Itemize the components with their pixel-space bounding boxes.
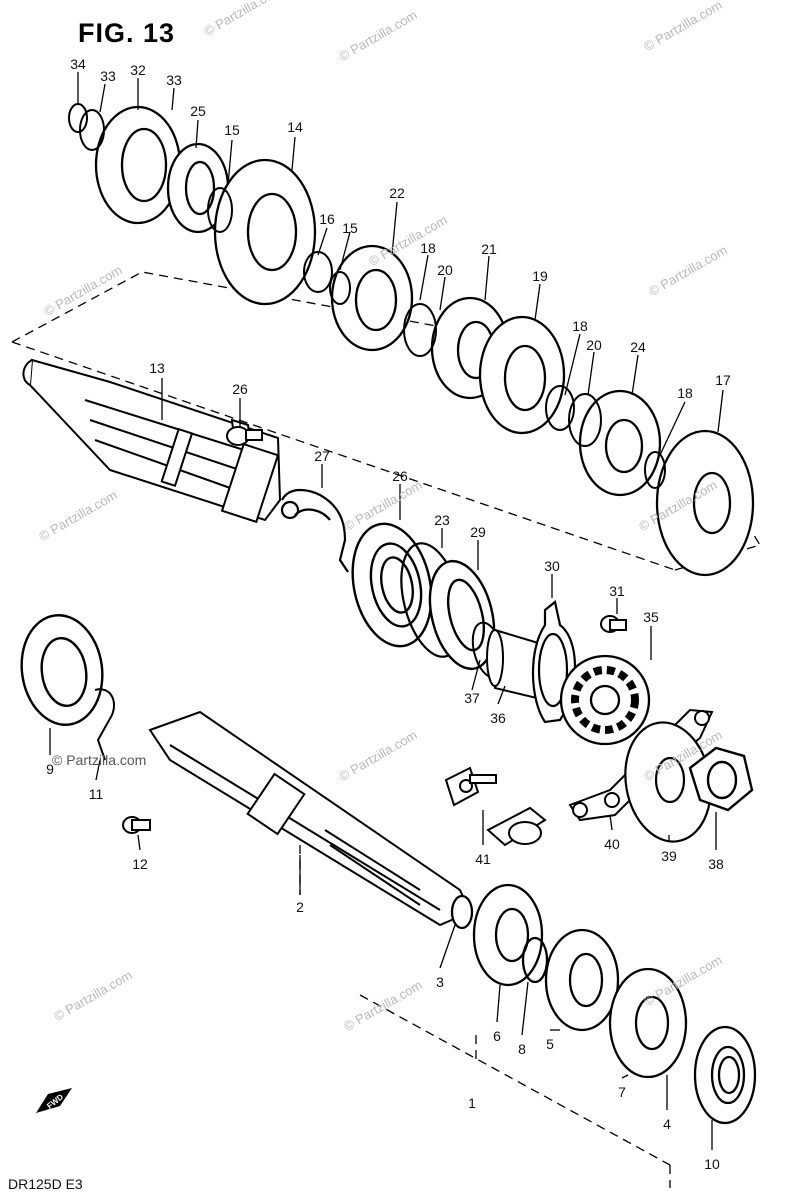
- callout-7: 7: [618, 1084, 626, 1100]
- callout-1: 1: [468, 1095, 476, 1111]
- bearing-9: [20, 614, 104, 726]
- drive-sprocket-35: [559, 654, 651, 746]
- countershaft: [22, 358, 282, 524]
- callout-15a: 15: [224, 122, 240, 138]
- callout-5: 5: [546, 1036, 554, 1052]
- callout-29: 29: [470, 524, 486, 540]
- bolt-31: [600, 615, 627, 633]
- figure-title: FIG. 13: [78, 18, 176, 48]
- model-code: DR125D E3: [8, 1176, 83, 1192]
- callout-34: 34: [70, 56, 86, 72]
- callout-8: 8: [518, 1041, 526, 1057]
- callout-9: 9: [46, 761, 54, 777]
- callout-18b: 18: [572, 318, 588, 334]
- callout-25: 25: [190, 103, 206, 119]
- callout-27: 27: [314, 448, 330, 464]
- bolt-12: [122, 816, 151, 834]
- bearing-26: [351, 522, 433, 648]
- callout-40: 40: [604, 836, 620, 852]
- bearing-retainer: [280, 488, 349, 573]
- callout-36: 36: [490, 710, 506, 726]
- callout-14: 14: [287, 119, 303, 135]
- callout-22: 22: [389, 185, 405, 201]
- callout-32: 32: [130, 62, 146, 78]
- oil-seal-29: [428, 559, 496, 671]
- callout-30: 30: [544, 558, 560, 574]
- main-shaft: [148, 710, 472, 927]
- callout-16: 16: [319, 211, 335, 227]
- callout-37: 37: [464, 690, 480, 706]
- callout-20a: 20: [437, 262, 453, 278]
- callout-26a: 26: [232, 381, 248, 397]
- nut-38: [688, 746, 754, 812]
- callout-38: 38: [708, 856, 724, 872]
- callout-35: 35: [643, 609, 659, 625]
- callout-10: 10: [704, 1156, 720, 1172]
- lower-assembly-outline: [299, 845, 671, 1188]
- lower-gears: [450, 883, 757, 1125]
- callout-4: 4: [663, 1116, 671, 1132]
- upper-rings: [68, 103, 666, 489]
- callout-39: 39: [661, 848, 677, 864]
- callout-33a: 33: [100, 68, 116, 84]
- chain-joint-41: [444, 766, 547, 847]
- retainer-11: [94, 688, 115, 761]
- forward-arrow: [36, 1088, 72, 1113]
- bolt-26-upper: [226, 426, 263, 446]
- callout-19: 19: [532, 268, 548, 284]
- callout-12: 12: [132, 856, 148, 872]
- callout-2: 2: [296, 899, 304, 915]
- upper-gears: [94, 105, 755, 577]
- callout-17: 17: [715, 372, 731, 388]
- callout-18a: 18: [420, 240, 436, 256]
- callout-3: 3: [436, 974, 444, 990]
- callout-26b: 26: [392, 468, 408, 484]
- callout-13: 13: [149, 360, 165, 376]
- leader-lines: [49, 72, 724, 1150]
- callout-15b: 15: [342, 220, 358, 236]
- callout-21: 21: [481, 241, 497, 257]
- callout-6: 6: [493, 1028, 501, 1044]
- watermark: © Partzilla.com: [52, 752, 147, 768]
- callout-33b: 33: [166, 72, 182, 88]
- lock-washer-39: [624, 721, 712, 843]
- upper-assembly-outline: [11, 271, 761, 571]
- callout-23: 23: [434, 512, 450, 528]
- callout-24: 24: [630, 339, 646, 355]
- callout-31: 31: [609, 583, 625, 599]
- spacer-36: [486, 628, 546, 702]
- callout-41: 41: [475, 851, 491, 867]
- callout-11: 11: [88, 786, 104, 802]
- callout-20b: 20: [586, 337, 602, 353]
- callout-18c: 18: [677, 385, 693, 401]
